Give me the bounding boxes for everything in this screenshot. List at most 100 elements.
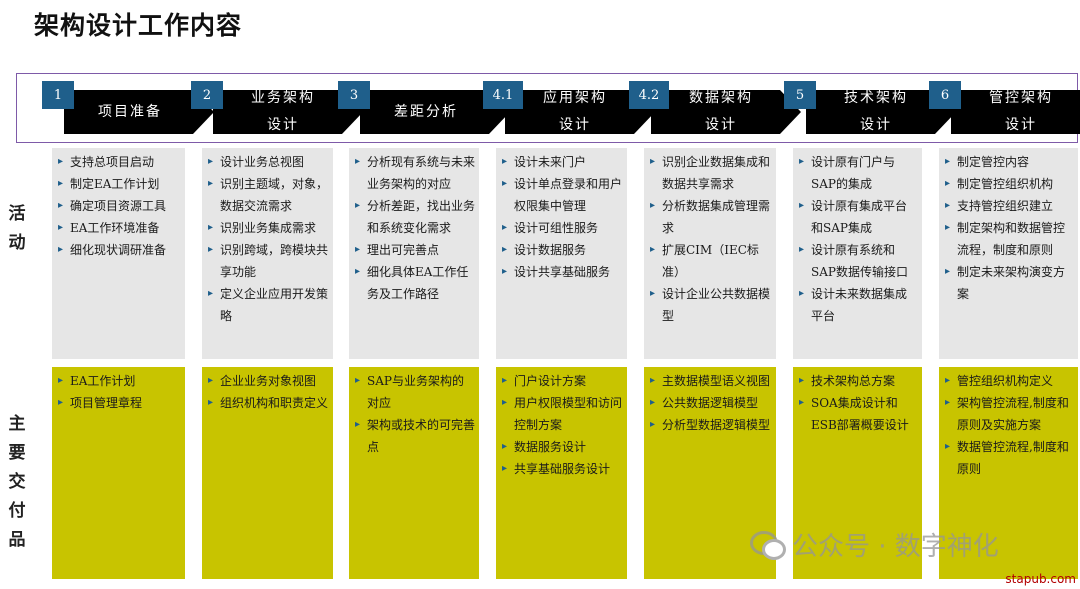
bullet-arrow-icon: ▸ (58, 178, 64, 189)
bullet-arrow-icon: ▸ (208, 375, 214, 386)
list-item-text: 架构或技术的可完善点 (367, 418, 476, 454)
bullet-arrow-icon: ▸ (58, 244, 64, 255)
activity-column-5: ▸识别企业数据集成和数据共享需求▸分析数据集成管理需求▸扩展CIM（IEC标准）… (644, 148, 776, 359)
list-item: ▸设计数据服务 (502, 239, 623, 261)
deliverable-column-1: ▸EA工作计划▸项目管理章程 (52, 367, 185, 579)
bullet-arrow-icon: ▸ (502, 441, 508, 452)
bullet-arrow-icon: ▸ (502, 463, 508, 474)
bullet-arrow-icon: ▸ (208, 288, 214, 299)
phase-arrow: 业务架构设计 (213, 90, 363, 134)
list-item: ▸制定架构和数据管控流程，制度和原则 (945, 217, 1074, 261)
list-item: ▸制定EA工作计划 (58, 173, 181, 195)
list-item: ▸ 架构或技术的可完善点 (355, 414, 475, 458)
activity-column-1: ▸支持总项目启动▸制定EA工作计划▸确定项目资源工具▸EA工作环境准备▸细化现状… (52, 148, 185, 359)
bullet-arrow-icon: ▸ (355, 419, 361, 430)
bullet-arrow-icon: ▸ (945, 441, 951, 452)
phase-number-badge: 1 (42, 81, 74, 109)
list-item-text: 设计原有系统和SAP数据传输接口 (811, 243, 908, 279)
bullet-arrow-icon: ▸ (945, 397, 951, 408)
list-item: ▸定义企业应用开发策略 (208, 283, 329, 327)
list-item-text: 数据管控流程,制度和原则 (957, 440, 1069, 476)
deliverable-column-6: ▸技术架构总方案▸SOA集成设计和ESB部署概要设计 (793, 367, 922, 579)
bullet-arrow-icon: ▸ (208, 156, 214, 167)
activity-column-3: ▸分析现有系统与未来业务架构的对应▸分析差距，找出业务和系统变化需求▸理出可完善… (349, 148, 479, 359)
list-item-text: 设计企业公共数据模型 (662, 287, 771, 323)
wechat-icon (750, 530, 786, 560)
bullet-arrow-icon: ▸ (502, 375, 508, 386)
bullet-arrow-icon: ▸ (799, 200, 805, 211)
page-title: 架构设计工作内容 (34, 11, 243, 40)
list-item: ▸ 组织机构和职责定义 (208, 392, 329, 414)
list-item-text: 扩展CIM（IEC标准） (662, 243, 759, 279)
list-item: ▸设计共享基础服务 (502, 261, 623, 283)
list-item-text: EA工作计划 (70, 374, 136, 388)
phase-number-badge: 2 (191, 81, 223, 109)
bullet-arrow-icon: ▸ (355, 156, 361, 167)
list-item: ▸ 数据服务设计 (502, 436, 623, 458)
list-item: ▸ EA工作计划 (58, 370, 181, 392)
list-item: ▸设计单点登录和用户权限集中管理 (502, 173, 623, 217)
phase-arrow: 数据架构设计 (651, 90, 801, 134)
list-item: ▸管控组织机构定义 (945, 370, 1074, 392)
list-item-text: SAP与业务架构的对应 (367, 374, 464, 410)
phase-label: 数据架构设计 (688, 89, 753, 133)
list-item: ▸ 识别企业数据集成和数据共享需求 (650, 151, 772, 195)
list-item: ▸主数据模型语义视图 (650, 370, 772, 392)
bullet-arrow-icon: ▸ (58, 375, 64, 386)
list-item: ▸ 理出可完善点 (355, 239, 475, 261)
list-item: ▸设计未来数据集成平台 (799, 283, 918, 327)
list-item: ▸扩展CIM（IEC标准） (650, 239, 772, 283)
list-item-text: 管控组织机构定义 (957, 374, 1054, 388)
phase-label: 技术架构设计 (843, 89, 908, 133)
bullet-arrow-icon: ▸ (502, 222, 508, 233)
phase-number-badge: 6 (929, 81, 961, 109)
site-label: stapub.com (1005, 572, 1076, 586)
list-item: ▸支持管控组织建立 (945, 195, 1074, 217)
list-item-text: 设计未来门户 (514, 155, 587, 169)
bullet-arrow-icon: ▸ (650, 156, 656, 167)
list-item-text: 制定管控组织机构 (957, 177, 1054, 191)
list-item-text: 数据服务设计 (514, 440, 587, 454)
bullet-arrow-icon: ▸ (502, 244, 508, 255)
watermark-text: 公众号 · 数字神化 (792, 532, 999, 562)
list-item: ▸细化具体EA工作任务及工作路径 (355, 261, 475, 305)
activity-column-2: ▸设计业务总视图▸识别主题域，对象，数据交流需求▸识别业务集成需求▸识别跨域，跨… (202, 148, 333, 359)
phase-label: 管控架构设计 (988, 89, 1053, 133)
list-item-text: 理出可完善点 (367, 243, 440, 257)
watermark: 公众号 · 数字神化 (750, 526, 999, 563)
list-item-text: 识别企业数据集成和数据共享需求 (662, 155, 771, 191)
bullet-arrow-icon: ▸ (799, 156, 805, 167)
list-item: ▸识别跨域，跨模块共享功能 (208, 239, 329, 283)
bullet-arrow-icon: ▸ (502, 266, 508, 277)
bullet-arrow-icon: ▸ (58, 222, 64, 233)
list-item: ▸设计企业公共数据模型 (650, 283, 772, 327)
list-item-text: 识别业务集成需求 (220, 221, 317, 235)
bullet-arrow-icon: ▸ (208, 397, 214, 408)
activity-column-7: ▸制定管控内容▸制定管控组织机构▸支持管控组织建立▸制定架构和数据管控流程，制度… (939, 148, 1078, 359)
phase-number-badge: 5 (784, 81, 816, 109)
phase-number-badge: 3 (338, 81, 370, 109)
list-item-text: 共享基础服务设计 (514, 462, 611, 476)
list-item-text: 支持总项目启动 (70, 155, 155, 169)
list-item: ▸企业业务对象视图 (208, 370, 329, 392)
bullet-arrow-icon: ▸ (355, 375, 361, 386)
activity-column-6: ▸设计原有门户与SAP的集成▸设计原有集成平台和SAP集成▸设计原有系统和SAP… (793, 148, 922, 359)
phase-label: 业务架构设计 (250, 89, 315, 133)
activity-column-4: ▸设计未来门户▸设计单点登录和用户权限集中管理▸设计可组性服务▸设计数据服务▸设… (496, 148, 627, 359)
list-item: ▸ 设计未来门户 (502, 151, 623, 173)
bullet-arrow-icon: ▸ (58, 397, 64, 408)
bullet-arrow-icon: ▸ (355, 244, 361, 255)
list-item-text: 制定未来架构演变方案 (957, 265, 1066, 301)
list-item: ▸分析型数据逻辑模型 (650, 414, 772, 436)
deliverable-column-3: ▸ SAP与业务架构的对应 ▸ 架构或技术的可完善点 (349, 367, 479, 579)
list-item-text: 用户权限模型和访问控制方案 (514, 396, 623, 432)
list-item-text: 设计原有集成平台和SAP集成 (811, 199, 908, 235)
list-item-text: 组织机构和职责定义 (220, 396, 329, 410)
bullet-arrow-icon: ▸ (502, 156, 508, 167)
phase-label: 差距分析 (394, 103, 458, 120)
list-item: ▸细化现状调研准备 (58, 239, 181, 261)
deliverable-column-7: ▸管控组织机构定义▸架构管控流程,制度和原则及实施方案▸数据管控流程,制度和原则 (939, 367, 1078, 579)
bullet-arrow-icon: ▸ (58, 200, 64, 211)
list-item: ▸设计原有系统和SAP数据传输接口 (799, 239, 918, 283)
bullet-arrow-icon: ▸ (650, 375, 656, 386)
